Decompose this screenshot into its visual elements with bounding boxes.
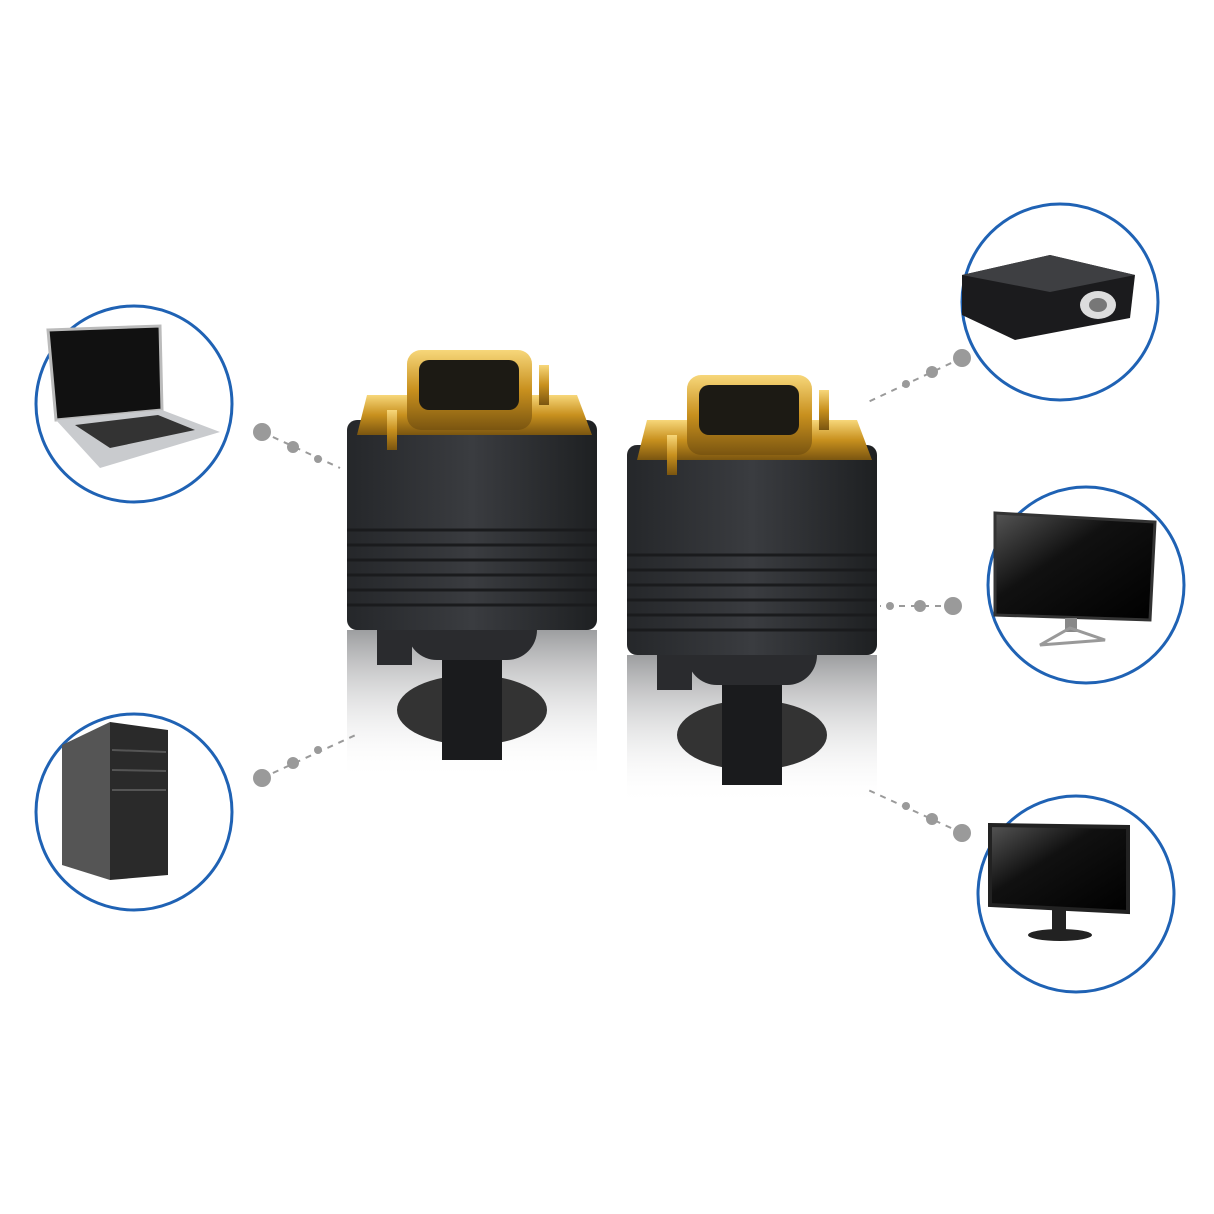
left-vga-connector — [345, 348, 599, 782]
monitor-icon — [988, 822, 1130, 941]
desktop-tower-circle — [34, 712, 234, 912]
tv-circle — [986, 485, 1186, 685]
laptop-icon — [46, 324, 220, 468]
right-vga-connector — [625, 373, 879, 807]
projector-icon — [962, 255, 1135, 340]
connection-dots — [253, 349, 971, 842]
desktop-tower-icon — [62, 722, 168, 880]
laptop-circle — [34, 304, 234, 504]
monitor-circle — [976, 794, 1176, 994]
tv-icon — [993, 511, 1157, 647]
projector-circle — [960, 202, 1160, 402]
